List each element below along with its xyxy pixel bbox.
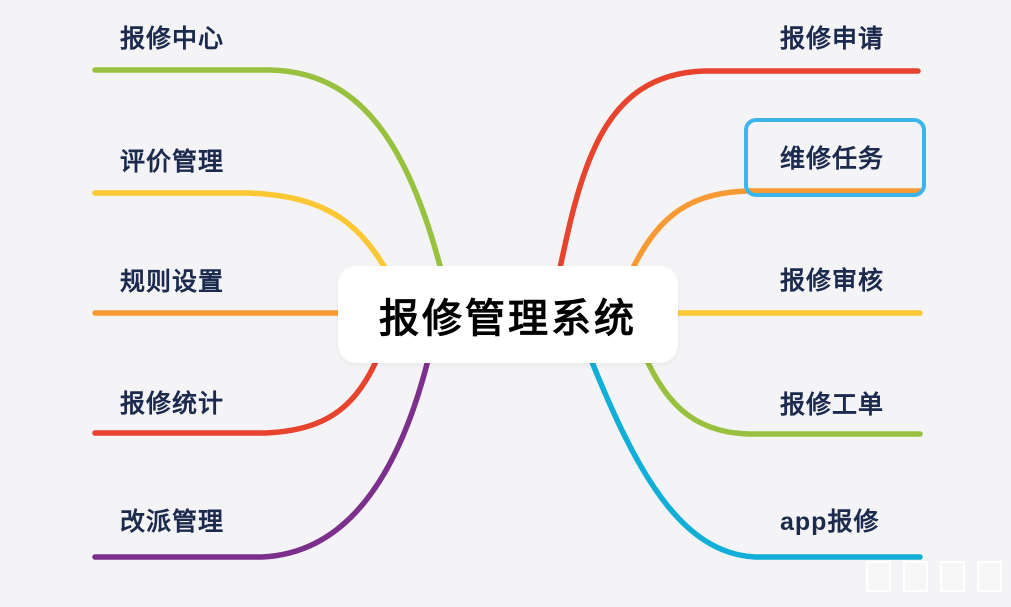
topic-repair-request[interactable]: 报修申请 — [780, 25, 885, 53]
topic-repair-work-order[interactable]: 报修工单 — [780, 391, 885, 419]
watermark-glyph — [977, 561, 1002, 592]
watermark-glyph — [866, 561, 891, 592]
connector-reassignment-management — [92, 357, 431, 560]
topic-repair-statistics[interactable]: 报修统计 — [120, 390, 225, 418]
topic-maintenance-task[interactable]: 维修任务 — [780, 145, 885, 173]
watermark — [866, 561, 1002, 592]
central-topic[interactable]: 报修管理系统 — [338, 266, 678, 363]
connector-app-repair — [585, 349, 923, 560]
topic-app-repair[interactable]: app报修 — [780, 508, 880, 536]
topic-reassignment-management[interactable]: 改派管理 — [120, 508, 225, 536]
topic-evaluation-management[interactable]: 评价管理 — [120, 148, 225, 176]
watermark-glyph — [903, 561, 928, 592]
watermark-glyph — [940, 561, 965, 592]
connector-repair-work-order — [637, 342, 923, 437]
topic-rule-settings[interactable]: 规则设置 — [120, 268, 225, 296]
connector-repair-center — [92, 67, 458, 333]
connector-repair-request — [552, 68, 921, 295]
selected-node-outline — [744, 118, 926, 197]
topic-repair-center[interactable]: 报修中心 — [120, 25, 225, 53]
topic-repair-review[interactable]: 报修审核 — [780, 267, 885, 295]
